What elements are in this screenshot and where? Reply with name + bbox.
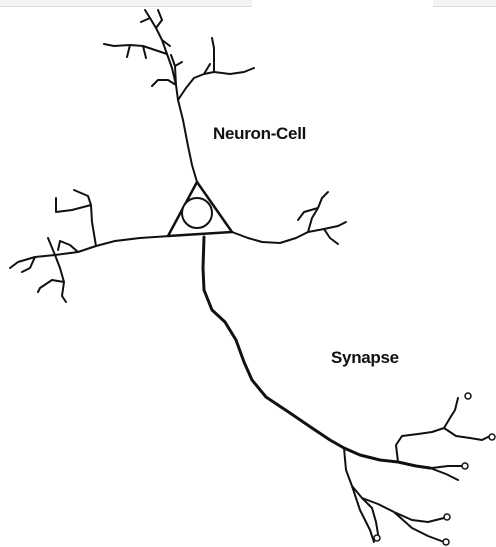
terminal-bouton (444, 514, 450, 520)
nucleus (182, 198, 212, 228)
left-dendrite-trunk (10, 236, 170, 268)
apical-dendrite-trunk (162, 40, 197, 182)
apical-dendrite-tree (104, 10, 254, 182)
terminal-bouton (462, 463, 468, 469)
apical-branch-right (178, 38, 254, 100)
apical-branch-lower-left (152, 80, 176, 86)
apical-branch-left (104, 44, 167, 58)
left-dendrite-lower-branch (22, 255, 66, 302)
synapse-label: Synapse (331, 348, 399, 368)
apical-branch-upper-left (141, 10, 170, 46)
terminal-bouton (374, 535, 380, 541)
axon-terminals (344, 393, 495, 545)
terminal-bouton (489, 434, 495, 440)
terminal-branch-upper (396, 398, 490, 462)
neuron-cell-label: Neuron-Cell (213, 124, 306, 144)
terminal-bouton (443, 539, 449, 545)
terminal-branch-bottom (352, 486, 374, 542)
terminal-bouton (465, 393, 471, 399)
right-dendrite-lower-branch (324, 222, 346, 244)
right-dendrite-upper-branch (298, 192, 328, 232)
left-dendrite-upper-branch (56, 190, 96, 246)
right-dendrite-trunk (232, 226, 338, 243)
right-dendrite-tree (232, 192, 346, 244)
left-dendrite-tree (10, 190, 170, 302)
